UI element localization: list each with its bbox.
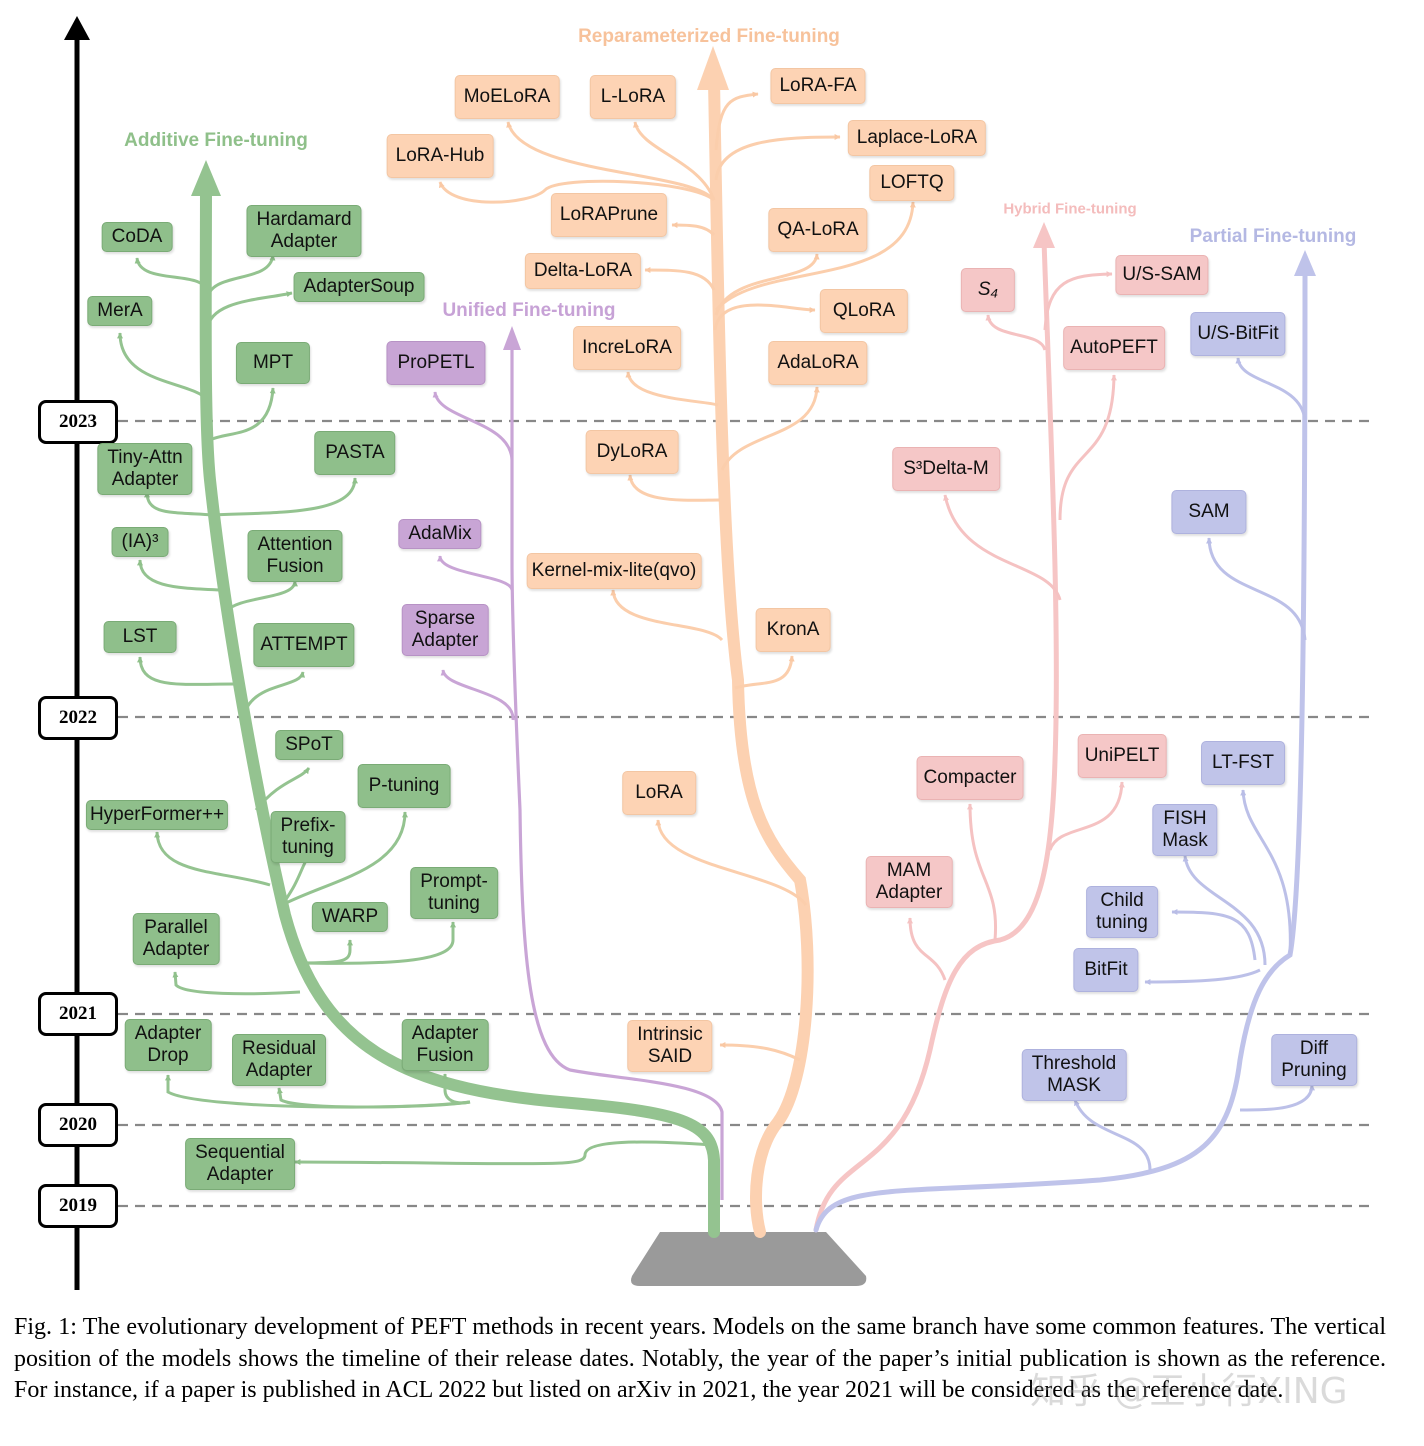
unified-fine-tuning-title: Unified Fine-tuning [442, 300, 616, 321]
node-unipelt: UniPELT [1077, 734, 1167, 778]
node-sam: SAM [1171, 490, 1247, 534]
node-intrinsic-said: Intrinsic SAID [627, 1020, 713, 1072]
node-mpt: MPT [235, 342, 311, 384]
node-diff-pruning: Diff Pruning [1271, 1034, 1357, 1086]
node-qlora: QLoRA [819, 289, 909, 333]
node-loraprune: LoRAPrune [550, 193, 668, 237]
hybrid-trunk-arrowhead [1033, 222, 1055, 248]
node-increlora: IncreLoRA [573, 326, 681, 370]
node-attempt: ATTEMPT [253, 623, 355, 667]
partial-trunk-arrowhead [1294, 250, 1316, 276]
watermark: 知乎 @王小行XING [1030, 1371, 1348, 1412]
node-tiny-attn-adapter: Tiny-Attn Adapter [97, 443, 193, 495]
year-label-2019: 2019 [38, 1184, 118, 1228]
partial-fine-tuning-title: Partial Fine-tuning [1189, 226, 1357, 247]
node-delta-lora: Delta-LoRA [524, 253, 642, 289]
node-adalora: AdaLoRA [768, 341, 868, 385]
reparameterized-trunk-arrowhead [697, 46, 729, 90]
hybrid-branch [813, 237, 1059, 1233]
year-label-2021: 2021 [38, 992, 118, 1036]
node-pasta: PASTA [314, 431, 396, 475]
node-lt-fst: LT-FST [1201, 741, 1285, 785]
node-mam-adapter: MAM Adapter [865, 856, 953, 908]
node-us-bitfit: U/S-BitFit [1190, 312, 1286, 356]
node-autopeft: AutoPEFT [1063, 326, 1165, 370]
node-lora: LoRA [622, 771, 696, 815]
node-sequential-adapter: Sequential Adapter [185, 1138, 295, 1190]
year-label-2020: 2020 [38, 1103, 118, 1147]
model-base-shape [631, 1232, 867, 1286]
node-attention-fusion: Attention Fusion [247, 530, 343, 582]
unified-branch-arrowhead [503, 326, 521, 350]
node-lora-fa: LoRA-FA [770, 68, 866, 104]
tree-graphic [64, 16, 1375, 1290]
additive-trunk-arrowhead [191, 160, 221, 196]
node-sparse-adapter: Sparse Adapter [401, 604, 489, 656]
hybrid-twigs [907, 271, 1125, 981]
node-compacter: Compacter [916, 756, 1024, 800]
reparameterized-branch [708, 74, 814, 1238]
node-threshold-mask: Threshold MASK [1021, 1049, 1127, 1101]
partial-branch [813, 267, 1308, 1233]
node-prompt-tuning: Prompt- tuning [410, 867, 498, 919]
reparameterized-twigs [438, 91, 916, 1062]
node-krona: KronA [755, 608, 831, 652]
time-axis-arrowhead [64, 16, 90, 40]
node-adamix: AdaMix [398, 519, 482, 549]
node-hyperformer: HyperFormer++ [85, 800, 229, 830]
reparameterized-fine-tuning-title: Reparameterized Fine-tuning [578, 26, 840, 47]
node-ia3: (IA)³ [111, 527, 169, 557]
hybrid-fine-tuning-title: Hybrid Fine-tuning [1003, 200, 1137, 218]
node-qa-lora: QA-LoRA [768, 208, 868, 252]
node-residual-adapter: Residual Adapter [232, 1034, 326, 1086]
partial-twigs [1073, 357, 1315, 1171]
time-axis [64, 16, 90, 1290]
node-spot: SPoT [275, 730, 343, 760]
figure-caption: Fig. 1: The evolutionary development of … [14, 1314, 1386, 1403]
node-l-lora: L-LoRA [589, 75, 677, 119]
node-bitfit: BitFit [1073, 948, 1139, 992]
node-p-tuning: P-tuning [357, 764, 451, 808]
node-lora-hub: LoRA-Hub [386, 134, 494, 178]
node-hardamard-adapter: Hardamard Adapter [246, 205, 362, 257]
year-label-2023: 2023 [38, 400, 118, 444]
node-prefix-tuning: Prefix- tuning [270, 811, 346, 863]
node-adaptersoup: AdapterSoup [293, 272, 425, 302]
node-fish-mask: FISH Mask [1152, 804, 1218, 856]
node-adapter-fusion: Adapter Fusion [401, 1019, 489, 1071]
unified-branch [509, 339, 724, 1200]
node-us-sam: U/S-SAM [1115, 255, 1209, 295]
node-propetl: ProPETL [386, 341, 486, 385]
node-adapter-drop: Adapter Drop [124, 1019, 212, 1071]
node-lst: LST [103, 621, 177, 653]
additive-fine-tuning-title: Additive Fine-tuning [124, 130, 308, 151]
node-moelora: MoELoRA [454, 75, 560, 119]
year-label-2022: 2022 [38, 696, 118, 740]
node-loftq: LOFTQ [869, 165, 955, 201]
node-dylora: DyLoRA [585, 430, 679, 474]
unified-twigs [432, 391, 515, 721]
node-parallel-adapter: Parallel Adapter [132, 913, 220, 965]
node-laplace-lora: Laplace-LoRA [847, 120, 987, 156]
peft-evolution-tree-diagram: Additive Fine-tuning Reparameterized Fin… [38, 16, 1375, 1290]
node-warp: WARP [311, 902, 389, 932]
node-s4: S₄ [960, 268, 1016, 312]
node-s3delta-m: S³Delta-M [892, 447, 1000, 491]
node-child-tuning: Child tuning [1086, 886, 1158, 938]
node-kernel-mix-lite: Kernel-mix-lite(qvo) [526, 553, 702, 589]
node-coda: CoDA [101, 222, 173, 252]
node-mera: MerA [87, 296, 153, 326]
